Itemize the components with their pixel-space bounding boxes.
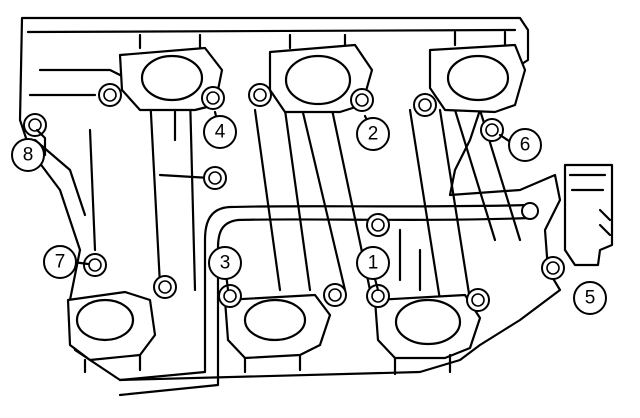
bolt-7 [83,253,107,277]
bolt-upper-center-right [413,93,437,117]
callout-label-5: 5 [585,288,596,309]
bolt-8-area-a [98,83,122,107]
upper-flange-right [428,30,527,114]
callout-7: 7 [43,245,77,279]
bolt-2 [350,88,374,112]
bolt-6 [480,118,504,142]
pipe [118,202,539,397]
callout-label-6: 6 [520,135,531,156]
callout-5: 5 [573,281,607,315]
upper-flange-center [268,33,374,114]
side-bracket [563,163,614,267]
bolt-4 [201,86,225,110]
bolt-8 [23,113,47,137]
callout-label-1: 1 [368,253,379,274]
bolt-lower-right [466,288,490,312]
bolt-left-mid [203,166,227,190]
bolt-lower-left [153,275,177,299]
callout-label-2: 2 [368,124,379,145]
bolt-1 [366,284,390,308]
lower-flange-right [373,293,482,376]
bolt-upper-center-left [248,83,272,107]
callout-8: 8 [11,138,45,172]
lower-flange-center [223,293,332,374]
bolt-3 [218,284,242,308]
callout-label-8: 8 [23,145,34,166]
callout-6: 6 [508,128,542,162]
bolt-1-upper [366,213,390,237]
bolt-5 [541,256,565,280]
bolt-lower-center [323,283,347,307]
upper-flange-left [118,33,224,112]
callout-1: 1 [356,246,390,280]
callout-3: 3 [208,246,242,280]
callout-4: 4 [203,115,237,149]
bolt-group [23,83,565,312]
callout-2: 2 [356,117,390,151]
callout-label-7: 7 [55,252,66,273]
callout-label-4: 4 [215,122,226,143]
callout-label-3: 3 [220,253,231,274]
lower-flange-left [66,290,157,374]
